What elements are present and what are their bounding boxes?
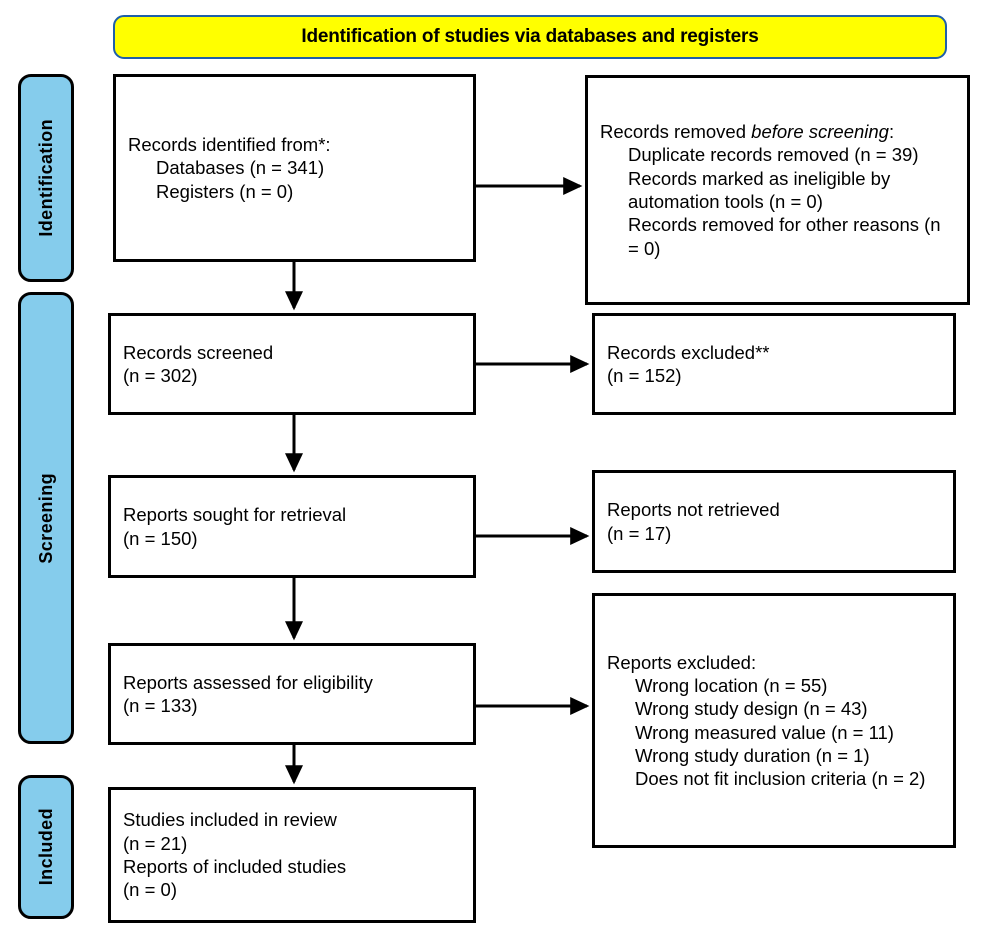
node-records-excluded-line-1: Records excluded** [607,341,770,363]
node-records-removed-before-screening: Records removed before screening: Duplic… [585,75,970,305]
node-reports-excluded-reason-1: Wrong location (n = 55) [635,674,828,696]
node-records-identified-line-2: Databases (n = 341) [156,157,325,179]
stage-rail-screening: Screening [18,292,74,744]
stage-rail-included-label: Included [35,808,56,886]
node-records-excluded-line-2: (n = 152) [607,365,682,386]
node-reports-sought: Reports sought for retrieval (n = 150) [108,475,476,578]
diagram-title-text: Identification of studies via databases … [301,26,759,47]
node-records-screened-line-2: (n = 302) [123,365,198,386]
node-studies-included: Studies included in review (n = 21) Repo… [108,787,476,923]
node-reports-not-retrieved-line-1: Reports not retrieved [607,499,780,521]
node-reports-assessed-line-1: Reports assessed for eligibility [123,671,373,693]
node-records-removed-heading-italic: before screening [751,121,889,143]
node-reports-not-retrieved: Reports not retrieved (n = 17) [592,470,956,573]
node-studies-included-line-2: (n = 21) [123,832,188,854]
node-reports-excluded-reason-3: Wrong measured value (n = 11) [635,721,894,743]
node-reports-sought-line-2: (n = 150) [123,527,198,549]
node-studies-included-line-4: (n = 0) [123,879,177,901]
node-reports-sought-line-1: Reports sought for retrieval [123,504,347,526]
stage-rail-identification: Identification [18,74,74,282]
node-records-screened-line-1: Records screened [123,341,274,363]
node-records-removed-heading: Records removed before screening: [600,120,955,143]
node-studies-included-line-3: Reports of included studies [123,856,347,877]
node-studies-included-line-1: Studies included in review [123,809,337,831]
node-records-identified-line-3: Registers (n = 0) [156,180,294,202]
node-reports-assessed-line-2: (n = 133) [123,695,198,716]
node-records-screened: Records screened (n = 302) [108,313,476,415]
node-records-excluded: Records excluded** (n = 152) [592,313,956,415]
node-records-removed-reason-1: Duplicate records removed (n = 39) [628,144,919,166]
node-records-removed-reason-2: Records marked as ineligible by automati… [628,167,896,212]
stage-rail-identification-label: Identification [35,119,56,237]
node-records-identified: Records identified from*: Databases (n =… [113,74,476,262]
node-reports-excluded-reason-2: Wrong study design (n = 43) [635,698,868,720]
node-reports-excluded-reason-4: Wrong study duration (n = 1) [635,744,870,766]
node-records-removed-heading-colon: : [888,121,895,143]
node-reports-excluded-heading: Reports excluded: [607,651,757,673]
node-records-identified-line-1: Records identified from*: [128,134,331,156]
node-reports-excluded: Reports excluded: Wrong location (n = 55… [592,593,956,848]
stage-rail-screening-label: Screening [35,472,56,564]
node-reports-assessed: Reports assessed for eligibility (n = 13… [108,643,476,745]
node-reports-not-retrieved-line-2: (n = 17) [607,522,672,544]
node-records-removed-heading-plain: Records removed [600,121,752,143]
stage-rail-included: Included [18,775,74,919]
node-reports-excluded-reason-5: Does not fit inclusion criteria (n = 2) [635,768,926,790]
node-records-removed-reason-3: Records removed for other reasons (n = 0… [628,214,946,259]
diagram-title-banner: Identification of studies via databases … [113,15,947,59]
